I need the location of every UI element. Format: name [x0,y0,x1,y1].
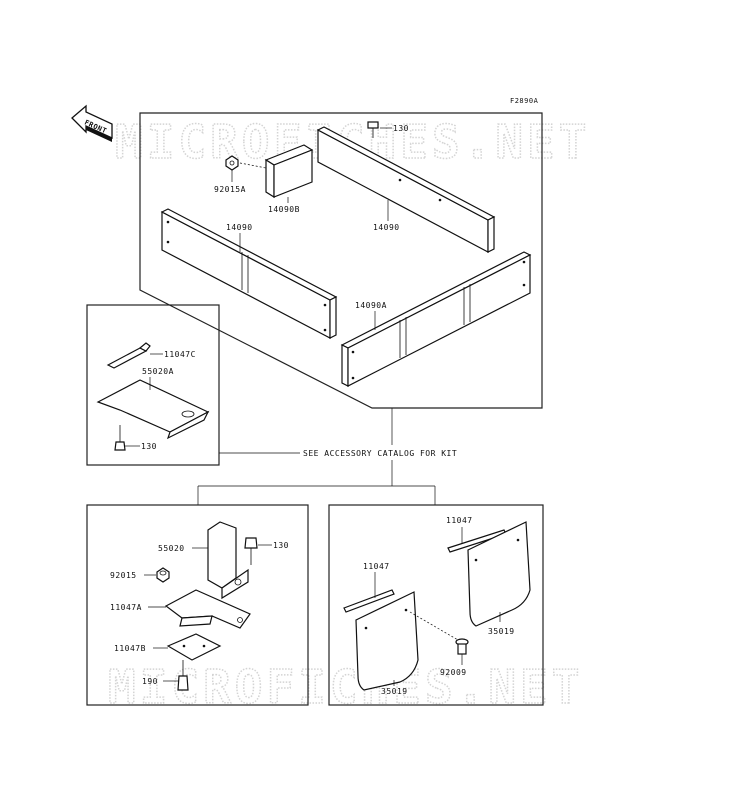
label-35019-left: 35019 [381,687,408,696]
bolt-130-mid-icon [114,425,126,451]
part-14090-right [316,126,496,253]
bolt-130-top-icon [367,121,379,138]
label-14090-right: 14090 [373,223,400,232]
label-92009: 92009 [440,668,467,677]
part-35019-left [355,591,419,691]
label-14090-left: 14090 [226,223,253,232]
label-130-top: 130 [393,124,409,133]
bolt-190-icon [177,660,189,691]
label-11047-top: 11047 [446,516,473,525]
nut-92015-icon [156,567,170,583]
part-35019-right [467,521,531,627]
label-35019-right: 35019 [488,627,515,636]
part-11047C [106,342,151,369]
upper-frame [139,112,543,409]
label-11047A: 11047A [110,603,142,612]
bolt-92009-icon [455,638,469,655]
kit-box-left [86,304,220,466]
front-arrow-icon [71,104,113,142]
figure-code: F2890A [510,97,539,105]
label-11047-left: 11047 [363,562,390,571]
label-92015A: 92015A [214,185,246,194]
bolt-130-low-icon [244,537,258,565]
label-14090B: 14090B [268,205,300,214]
part-55020A [96,379,210,440]
part-14090A [340,251,532,387]
label-130-mid: 130 [141,442,157,451]
label-130-low: 130 [273,541,289,550]
part-14090B [264,144,314,199]
label-92015: 92015 [110,571,137,580]
label-190: 190 [142,677,158,686]
label-55020A: 55020A [142,367,174,376]
kit-box-lower-left [86,504,309,706]
label-11047C: 11047C [164,350,196,359]
nut-92015A-icon [225,155,239,171]
part-55020 [207,521,249,600]
accessory-note: SEE ACCESSORY CATALOG FOR KIT [303,449,457,458]
label-11047B: 11047B [114,644,146,653]
kit-box-lower-right [328,504,544,706]
part-11047B [166,633,222,661]
part-11047-left [343,589,395,613]
label-55020: 55020 [158,544,185,553]
part-11047A [164,589,251,629]
label-14090A: 14090A [355,301,387,310]
part-14090-left [160,208,338,339]
